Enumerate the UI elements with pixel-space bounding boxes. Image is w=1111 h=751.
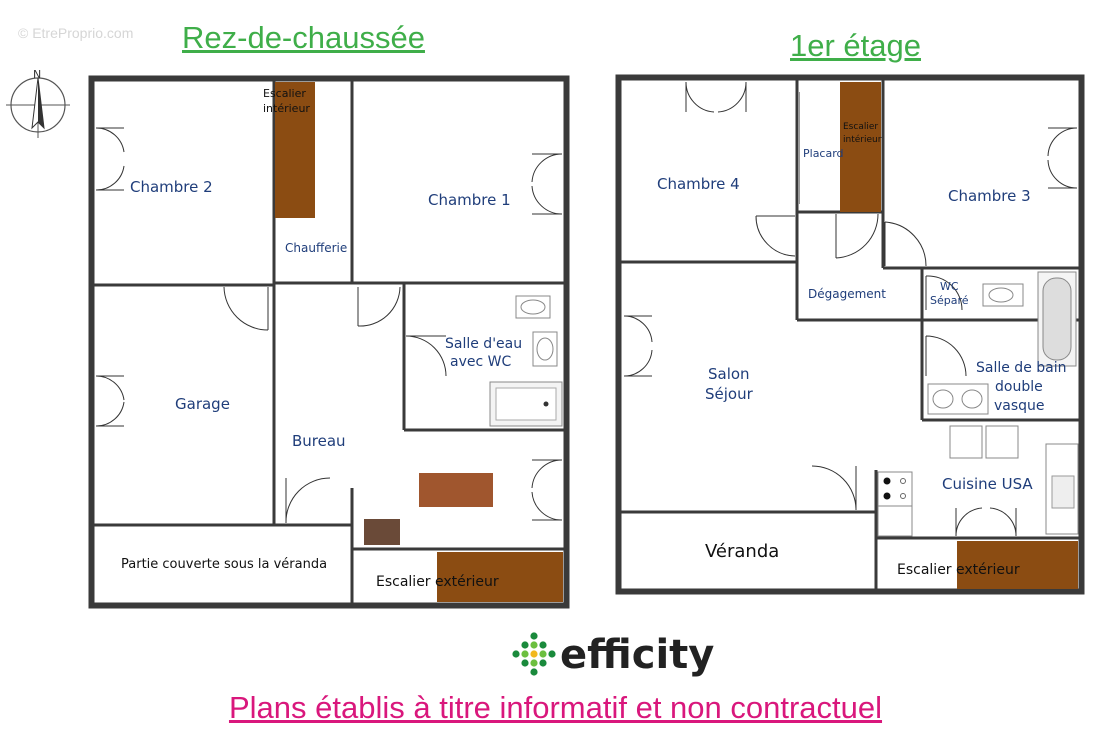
room-veranda: Véranda: [705, 541, 779, 562]
room-chambre-2: Chambre 2: [130, 178, 213, 196]
double-sink-icon: [927, 383, 989, 415]
ground-doors: [95, 127, 563, 524]
first-stair-label-line1: Escalier: [843, 122, 878, 132]
room-wc-line1: WC: [940, 280, 959, 293]
first-doors: [623, 81, 1078, 537]
ground-stair-label-line2: intérieur: [263, 102, 310, 115]
shower-icon: [489, 381, 563, 427]
room-cuisine: Cuisine USA: [942, 475, 1033, 493]
first-floor-plan: [615, 74, 1085, 595]
efficity-wordmark: efficity: [560, 632, 714, 678]
ground-floor-plan: [88, 75, 570, 609]
room-salon-line2: Séjour: [705, 385, 754, 403]
washbasin-icon: [515, 295, 551, 319]
room-wc-line2: Séparé: [930, 294, 969, 307]
ground-stair-interior: [275, 82, 315, 218]
room-escalier-exterieur-first: Escalier extérieur: [897, 562, 1020, 578]
ground-stair-label-line1: Escalier: [263, 87, 306, 100]
room-escalier-exterieur-ground: Escalier extérieur: [376, 574, 499, 590]
kitchen-cabinets-icon: [949, 425, 1079, 535]
room-sdb-line2: double: [995, 379, 1043, 395]
room-garage: Garage: [175, 395, 230, 413]
room-chambre-3: Chambre 3: [948, 187, 1031, 205]
first-floor-title: 1er étage: [790, 28, 921, 63]
room-chaufferie: Chaufferie: [285, 241, 347, 255]
compass-north-label: N: [33, 68, 41, 81]
stove-icon: [877, 471, 913, 537]
room-salle-eau-line1: Salle d'eau: [445, 336, 522, 352]
first-stair-exterior: [957, 541, 1078, 589]
watermark: © EtreProprio.com: [18, 25, 134, 41]
room-chambre-1: Chambre 1: [428, 191, 511, 209]
room-chambre-4: Chambre 4: [657, 175, 740, 193]
ground-stair-exterior: [437, 552, 563, 602]
desk: [419, 473, 493, 507]
first-stair-label-line2: intérieur: [843, 134, 882, 145]
wc-sink-icon: [982, 283, 1024, 307]
ground-floor-title: Rez-de-chaussée: [182, 20, 425, 55]
room-salon-line1: Salon: [708, 365, 750, 383]
room-placard: Placard: [803, 147, 844, 160]
first-stair-interior: [840, 82, 881, 212]
compass-icon: N: [6, 68, 70, 138]
toilet-icon: [532, 331, 558, 367]
efficity-dots-icon: efficity: [512, 632, 714, 678]
room-degagement: Dégagement: [808, 287, 886, 301]
room-partie-couverte: Partie couverte sous la véranda: [121, 557, 327, 572]
room-sdb-line1: Salle de bain: [976, 360, 1067, 376]
efficity-logo: efficity: [508, 632, 718, 686]
chair: [364, 519, 400, 545]
disclaimer-note: Plans établis à titre informatif et non …: [228, 690, 883, 725]
room-salle-eau-line2: avec WC: [450, 354, 511, 370]
room-sdb-line3: vasque: [994, 398, 1045, 414]
room-bureau: Bureau: [292, 432, 346, 450]
bathtub-icon: [1037, 271, 1077, 367]
